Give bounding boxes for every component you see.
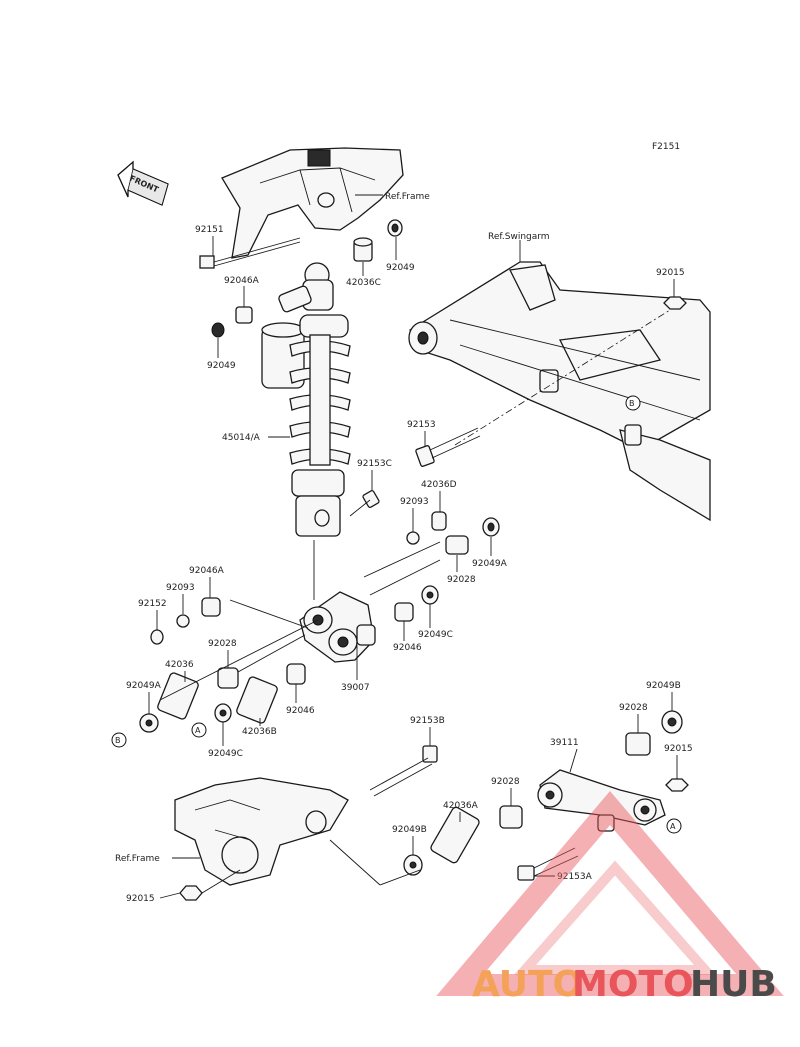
label-92049b-mid: 92049B <box>392 825 427 835</box>
svg-text:B: B <box>629 399 635 408</box>
ref-swingarm: Ref.Swingarm <box>488 232 550 242</box>
nut-92015-bottom <box>179 885 203 901</box>
callout-a-left: A <box>191 722 207 738</box>
bolt-92153b <box>369 745 438 797</box>
sleeve-92028-right <box>445 535 469 555</box>
collar-42036d <box>431 511 447 531</box>
label-92153: 92153 <box>407 420 436 430</box>
label-92015-bottom: 92015 <box>126 894 155 904</box>
washer-92093-left <box>176 614 190 628</box>
collar-42036b <box>236 676 278 724</box>
label-92153a: 92153A <box>557 872 593 882</box>
ref-frame-bottom: Ref.Frame <box>115 854 160 864</box>
label-42036c: 42036C <box>346 278 381 288</box>
label-92049-top: 92049 <box>386 263 415 273</box>
shock-absorber <box>261 262 351 600</box>
front-arrow-icon: FRONT <box>117 160 169 206</box>
label-42036: 42036 <box>165 660 194 670</box>
figure-code: F2151 <box>652 142 680 152</box>
collar-42036a <box>430 806 480 864</box>
label-42036d: 42036D <box>421 480 457 490</box>
label-92046a-mid: 92046A <box>189 566 225 576</box>
label-92028-right: 92028 <box>447 575 476 585</box>
label-92049a-left: 92049A <box>126 681 162 691</box>
washer-92093-right <box>406 531 420 545</box>
label-92028-left: 92028 <box>208 639 237 649</box>
label-92049a-right: 92049A <box>472 559 508 569</box>
label-92046-right: 92046 <box>393 643 422 653</box>
label-92153b: 92153B <box>410 716 445 726</box>
bolt-92153c <box>349 490 380 517</box>
label-92093-left: 92093 <box>166 583 195 593</box>
callout-b-left: B <box>111 732 127 748</box>
watermark-logo <box>436 790 784 996</box>
nut-92015-right <box>665 778 689 792</box>
label-92015-top: 92015 <box>656 268 685 278</box>
bearing-92046-right <box>394 602 414 622</box>
label-92046-left: 92046 <box>286 706 315 716</box>
nut-92015-top <box>663 296 687 310</box>
watermark-text-moto: MOTO <box>572 964 694 1005</box>
ref-frame-top: Ref.Frame <box>385 192 430 202</box>
svg-text:A: A <box>195 726 201 735</box>
label-92049-left: 92049 <box>207 361 236 371</box>
label-92049b-right: 92049B <box>646 681 681 691</box>
rocker-39007 <box>299 541 441 663</box>
label-92151: 92151 <box>195 225 224 235</box>
callout-b-swingarm: B <box>625 395 641 411</box>
collar-42036c <box>353 237 373 262</box>
label-39007: 39007 <box>341 683 370 693</box>
washer-92152 <box>150 629 164 645</box>
bolt-92153 <box>415 427 481 467</box>
bearing-92046-left <box>286 663 306 685</box>
leader-lines <box>148 236 678 899</box>
sleeve-92028-left <box>217 667 239 689</box>
watermark-text-hub: HUB <box>690 964 777 1005</box>
bolt-92151 <box>199 237 301 269</box>
sleeve-rocker <box>356 624 376 646</box>
tie-rod-39111 <box>537 769 666 832</box>
label-42036b: 42036B <box>242 727 277 737</box>
label-92015-right: 92015 <box>664 744 693 754</box>
watermark-text-auto: AUTO <box>472 964 583 1005</box>
svg-text:B: B <box>115 736 121 745</box>
label-92152: 92152 <box>138 599 167 609</box>
washer-92049-left <box>211 322 225 338</box>
bolt-92153a <box>517 847 579 881</box>
label-45014a: 45014/A <box>222 433 261 443</box>
frame-bottom-drawing <box>174 777 349 886</box>
frame-top-drawing <box>221 147 404 259</box>
label-92028-low: 92028 <box>619 703 648 713</box>
sleeve-92028-low2 <box>499 805 523 829</box>
bearing-92046a-top <box>235 306 253 324</box>
label-39111: 39111 <box>550 738 579 748</box>
label-92093-right: 92093 <box>400 497 429 507</box>
svg-text:A: A <box>670 822 676 831</box>
label-92028-low2: 92028 <box>491 777 520 787</box>
callout-a-right: A <box>666 818 682 834</box>
sleeve-92028-low <box>625 732 651 756</box>
part-labels: 92151 92046A 42036C 92049 92049 45014/A … <box>126 225 693 904</box>
label-92046a-top: 92046A <box>224 276 260 286</box>
label-92049c-right: 92049C <box>418 630 453 640</box>
label-92153c: 92153C <box>357 459 392 469</box>
bearing-92046a-mid <box>201 597 221 617</box>
label-42036a: 42036A <box>443 801 479 811</box>
label-92049c-left: 92049C <box>208 749 243 759</box>
collar-42036 <box>157 672 199 720</box>
